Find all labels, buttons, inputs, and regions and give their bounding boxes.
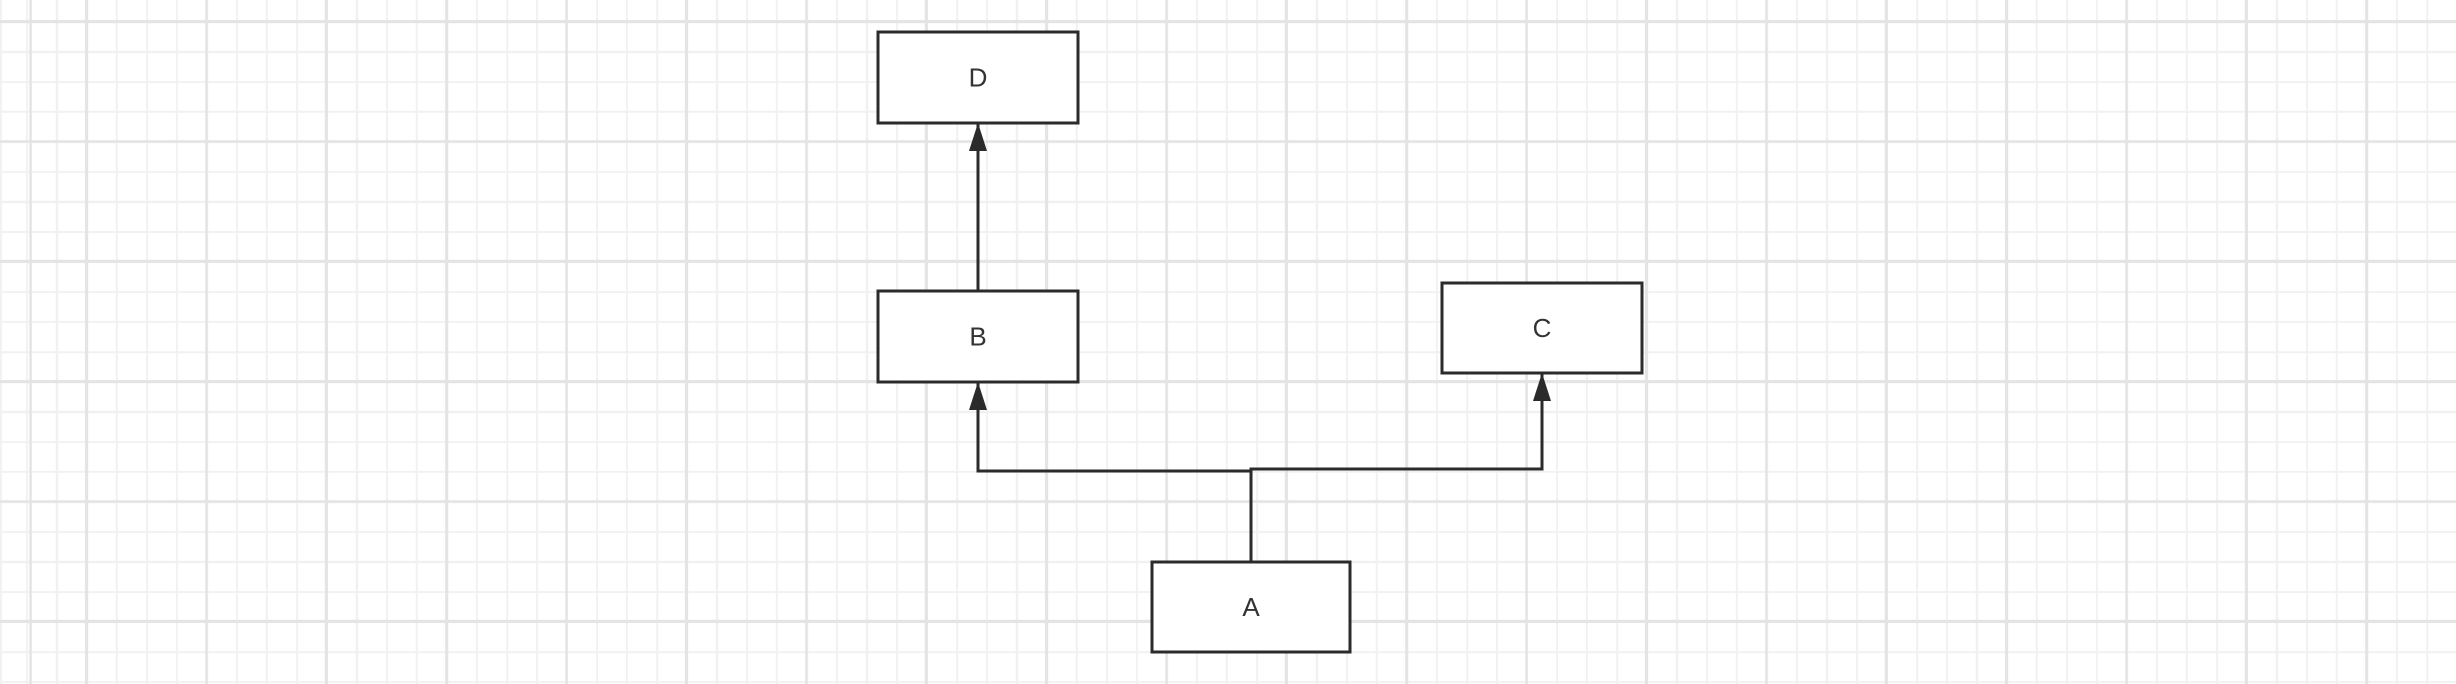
node-C-label: C [1533, 313, 1552, 343]
node-C-box[interactable] [1440, 281, 1644, 375]
edge-A-B-line[interactable] [976, 382, 1253, 562]
node-D[interactable]: D [876, 30, 1080, 125]
node-A[interactable]: A [1150, 560, 1352, 654]
edge-B-D[interactable] [969, 123, 987, 291]
edge-A-C-arrowhead-icon [1533, 373, 1551, 401]
node-D-label: D [969, 63, 988, 93]
edge-A-C-line[interactable] [1249, 373, 1544, 562]
edge-B-D-arrowhead-icon [969, 123, 987, 151]
edge-A-B-arrowhead-icon [969, 382, 987, 410]
node-B-label: B [969, 322, 986, 352]
edge-A-C[interactable] [1249, 373, 1551, 562]
node-B-box[interactable] [876, 289, 1080, 384]
node-A-label: A [1242, 592, 1260, 622]
node-A-box[interactable] [1150, 560, 1352, 654]
node-D-box[interactable] [876, 30, 1080, 125]
edge-A-B[interactable] [969, 382, 1253, 562]
node-C[interactable]: C [1440, 281, 1644, 375]
node-B[interactable]: B [876, 289, 1080, 384]
